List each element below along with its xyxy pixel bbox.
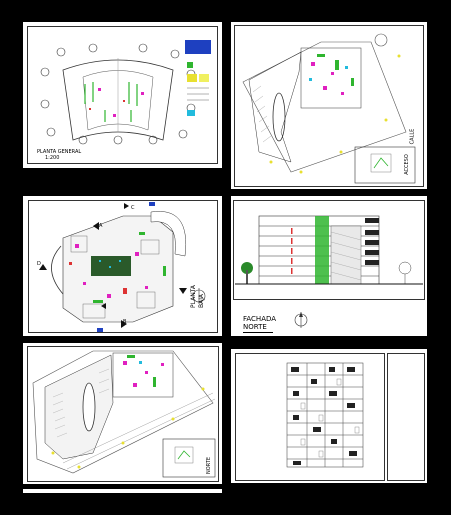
site-label-calle: CALLE: [409, 128, 416, 145]
sheet-frame: [27, 26, 218, 164]
sheet-frame: [233, 200, 425, 300]
sheet-frame: [235, 353, 385, 481]
sheet-frame: [234, 25, 424, 187]
sheet-subtitle: NORTE: [243, 323, 267, 331]
sheet-planta-baja[interactable]: A B C D PLANTA BAJA: [23, 196, 222, 336]
sheet-scale: 1:200: [45, 155, 60, 161]
sheet-emplazamiento[interactable]: ACCESO CALLE: [231, 22, 427, 189]
site-plan-drawing: [242, 33, 416, 184]
sheet-strip: [23, 489, 222, 493]
planta-baja-drawing: [39, 202, 206, 332]
title-underline: [243, 332, 273, 333]
sheet-frame: [27, 346, 219, 482]
facade-drawing: [235, 215, 423, 328]
sheet-title: PLANTA GENERAL: [37, 149, 82, 155]
sheet-title: PLANTA: [190, 285, 197, 308]
planta-tipica-drawing: [286, 362, 364, 468]
axis-label-a: A: [99, 223, 103, 229]
sheet-planta-tipica[interactable]: [231, 349, 427, 483]
parking-drawing: [32, 350, 216, 478]
title-block: [387, 353, 425, 481]
sheet-parking[interactable]: NORTE: [23, 343, 222, 484]
parking-label: NORTE: [206, 457, 212, 474]
sheet-subtitle: BAJA: [198, 294, 205, 308]
planta-general-drawing: [40, 40, 211, 145]
axis-label-b: B: [123, 319, 127, 325]
axis-label-c: C: [131, 205, 135, 211]
sheet-frame: [28, 200, 218, 333]
sheet-fachada-norte[interactable]: FACHADA NORTE: [231, 196, 427, 336]
sheet-title: FACHADA: [243, 315, 277, 323]
sheet-planta-general[interactable]: PLANTA GENERAL 1:200: [23, 22, 222, 168]
axis-label-d: D: [37, 261, 41, 267]
site-label-acceso: ACCESO: [403, 154, 410, 175]
